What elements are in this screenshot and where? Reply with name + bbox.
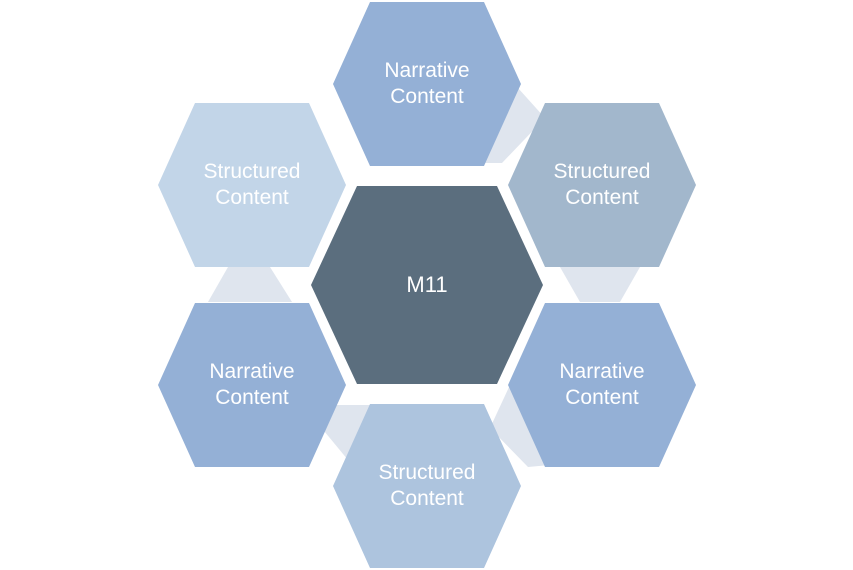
hexagon-bottom (333, 404, 521, 568)
hexagon-top (333, 2, 521, 166)
hexagon-upper-left (158, 103, 346, 267)
hexagon-center (311, 186, 543, 384)
connector-top-to-upper-right (478, 88, 545, 163)
hexagon-lower-right (508, 303, 696, 467)
connector-upper-right-to-lower-right (560, 267, 640, 302)
hexagon-lower-left (158, 303, 346, 467)
connector-lower-right-to-bottom (490, 385, 550, 467)
hexagon-upper-right (508, 103, 696, 267)
connector-lower-left-to-upper-left (208, 267, 292, 302)
